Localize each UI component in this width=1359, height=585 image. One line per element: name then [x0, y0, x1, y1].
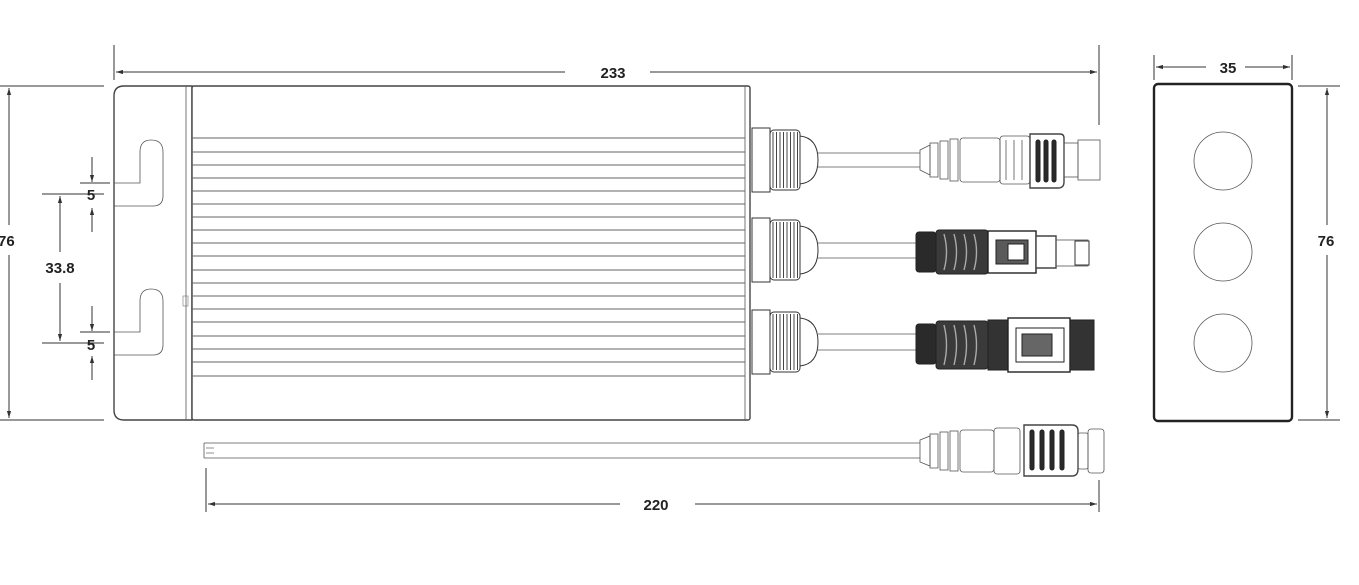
dimension-end-height: 76	[1298, 85, 1340, 421]
cable-gland	[751, 127, 819, 193]
mounting-slot-top	[114, 139, 164, 207]
end-view-port-top	[1193, 131, 1253, 191]
mounting-slot-bottom	[114, 288, 164, 356]
dimension-end-width: 35	[1153, 55, 1293, 80]
dimension-slot-spacing: 33.8	[42, 193, 104, 344]
slot-bottom-width-label: 5	[87, 337, 95, 354]
dimension-cable-length: 220	[205, 468, 1100, 514]
ac-connector-top	[919, 133, 1101, 189]
dimension-overall-length: 233	[113, 45, 1100, 125]
end-view	[1152, 82, 1294, 423]
end-width-label: 35	[1220, 60, 1237, 77]
end-view-port-middle	[1193, 222, 1253, 282]
end-height-label: 76	[1318, 233, 1335, 250]
cooling-fins	[192, 137, 745, 377]
cable-gland	[751, 217, 819, 283]
solar-connector-lower	[915, 317, 1095, 373]
dimension-slot-top: 5	[80, 157, 110, 232]
cable-length-label: 220	[643, 497, 668, 514]
cables	[818, 152, 920, 351]
dimension-slot-bottom: 5	[80, 306, 110, 380]
height-left-label: 76	[0, 233, 15, 250]
slot-spacing-label: 33.8	[45, 260, 74, 277]
cable-gland	[751, 309, 819, 375]
mounting-flange	[113, 85, 193, 421]
solar-connector-middle	[915, 229, 1090, 275]
enclosure-body	[191, 85, 751, 421]
overall-length-label: 233	[600, 65, 625, 82]
output-cable-bottom	[203, 424, 1105, 477]
end-view-port-bottom	[1193, 313, 1253, 373]
slot-top-width-label: 5	[87, 187, 95, 204]
dimension-height-left: 76	[0, 85, 104, 421]
cable-glands	[751, 127, 819, 375]
